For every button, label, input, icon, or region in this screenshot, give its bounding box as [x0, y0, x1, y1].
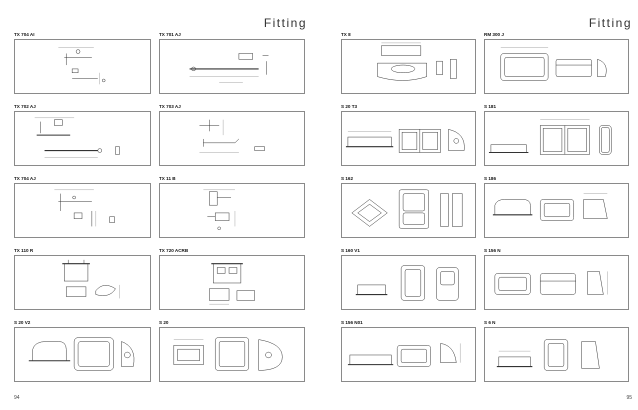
product-panel: S 20 V2: [14, 320, 151, 382]
product-code: S 162: [341, 176, 354, 181]
product-panel: TX 704 AJ: [14, 176, 151, 238]
product-panel: S 20 T3: [341, 104, 476, 166]
product-code: RM 300 J: [484, 32, 504, 37]
product-code: S 181: [484, 104, 497, 109]
technical-drawing: [341, 39, 476, 94]
product-code: TX 702 AJ: [14, 104, 36, 109]
technical-drawing: [484, 255, 629, 310]
product-code: S 20: [159, 320, 169, 325]
technical-drawing: [159, 255, 305, 310]
product-code: S 20 V2: [14, 320, 31, 325]
technical-drawing: [484, 111, 629, 166]
technical-drawing: [159, 39, 305, 94]
product-code: TX 8: [341, 32, 351, 37]
technical-drawing: [341, 111, 476, 166]
product-code: S 6 N: [484, 320, 496, 325]
technical-drawing: [159, 327, 305, 382]
product-panel: S 160 V1: [341, 248, 476, 310]
product-code: TX 720 ACRB: [159, 248, 189, 253]
page-number: 95: [626, 395, 632, 401]
right-page: Fitting TX 8 RM 300 J S 20 T3: [319, 0, 638, 410]
product-panel: S 181: [484, 104, 629, 166]
technical-drawing: [14, 39, 151, 94]
product-code: S 156 N01: [341, 320, 363, 325]
technical-drawing: [484, 327, 629, 382]
technical-drawing: [14, 111, 151, 166]
product-code: TX 110 R: [14, 248, 34, 253]
product-panel: S 6 N: [484, 320, 629, 382]
product-panel: TX 11 B: [159, 176, 305, 238]
technical-drawing: [484, 39, 629, 94]
product-code: S 186: [484, 176, 497, 181]
technical-drawing: [159, 111, 305, 166]
product-panel: S 186: [484, 176, 629, 238]
product-panel: TX 703 AJ: [159, 104, 305, 166]
product-code: TX 11 B: [159, 176, 176, 181]
product-panel: S 156 N01: [341, 320, 476, 382]
page-heading: Fitting: [263, 16, 307, 30]
product-panel: S 162: [341, 176, 476, 238]
product-code: TX 704 AJ: [14, 176, 36, 181]
left-page: Fitting TX 704 AI TX 701 AJ TX 702 AJ: [14, 16, 307, 401]
product-code: TX 704 AI: [14, 32, 35, 37]
product-panel: TX 8: [341, 32, 476, 94]
product-panel: TX 720 ACRB: [159, 248, 305, 310]
page-number: 94: [14, 395, 20, 401]
technical-drawing: [14, 255, 151, 310]
product-panel: TX 702 AJ: [14, 104, 151, 166]
product-panel: TX 110 R: [14, 248, 151, 310]
technical-drawing: [14, 183, 151, 238]
product-panel: S 20: [159, 320, 305, 382]
technical-drawing: [341, 327, 476, 382]
product-panel: TX 704 AI: [14, 32, 151, 94]
product-code: S 156 N: [484, 248, 501, 253]
product-code: S 160 V1: [341, 248, 360, 253]
page-heading: Fitting: [588, 16, 632, 30]
technical-drawing: [159, 183, 305, 238]
product-panel: TX 701 AJ: [159, 32, 305, 94]
product-code: TX 703 AJ: [159, 104, 181, 109]
technical-drawing: [14, 327, 151, 382]
product-panel: RM 300 J: [484, 32, 629, 94]
technical-drawing: [484, 183, 629, 238]
product-code: TX 701 AJ: [159, 32, 181, 37]
product-panel: S 156 N: [484, 248, 629, 310]
technical-drawing: [341, 183, 476, 238]
product-code: S 20 T3: [341, 104, 358, 109]
technical-drawing: [341, 255, 476, 310]
